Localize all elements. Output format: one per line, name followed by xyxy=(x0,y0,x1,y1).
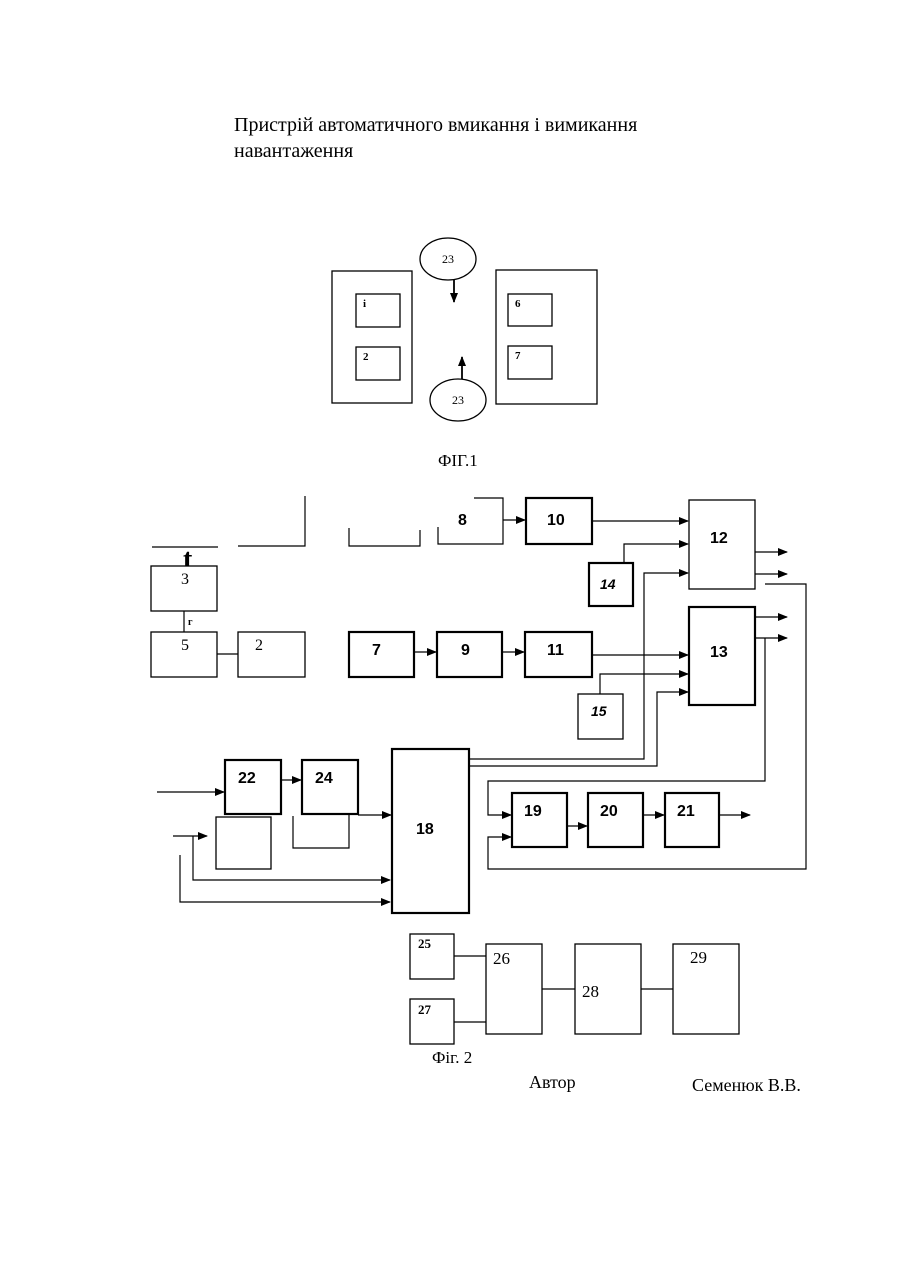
fig2-block-24 xyxy=(302,760,358,814)
fig1-block-7-label: 7 xyxy=(515,350,521,362)
fig2-block-19-label: 19 xyxy=(524,803,542,820)
fig2-arrow xyxy=(624,544,688,563)
fig2-input-line xyxy=(180,855,390,902)
fig2-block-2-label: 2 xyxy=(255,637,263,654)
fig2-diagram: t 3 г 5 2 8 10 12 14 xyxy=(151,496,806,1044)
fig2-block-9-label: 9 xyxy=(461,642,470,659)
fig1-circle-bottom-label: 23 xyxy=(452,393,464,407)
fig2-block-10-label: 10 xyxy=(547,512,565,529)
fig2-block-20 xyxy=(588,793,643,847)
fig1-block-6-label: 6 xyxy=(515,298,521,310)
fig2-top-line xyxy=(238,496,305,546)
fig2-block-22 xyxy=(225,760,281,814)
fig2-block-18-label: 18 xyxy=(416,821,434,838)
author-label: Автор xyxy=(529,1072,576,1093)
fig2-block-unlabeled xyxy=(216,817,271,869)
fig1-right-unit xyxy=(496,270,597,404)
fig2-block-29-label: 29 xyxy=(690,948,707,967)
fig2-connector xyxy=(293,815,349,848)
fig1-block-2-label: 2 xyxy=(363,351,369,363)
fig2-block-12-label: 12 xyxy=(710,530,728,547)
fig2-block-3-label: 3 xyxy=(181,571,189,588)
fig2-block-8 xyxy=(438,498,503,544)
fig2-g-label: г xyxy=(188,617,193,628)
fig2-top-line xyxy=(349,528,420,546)
fig2-block-19 xyxy=(512,793,567,847)
fig2-block-21-label: 21 xyxy=(677,803,695,820)
fig2-block-2 xyxy=(238,632,305,677)
fig2-block-13-label: 13 xyxy=(710,644,728,661)
fig2-block-15-label: 15 xyxy=(591,703,607,719)
fig1-caption: ФІГ.1 xyxy=(438,451,478,471)
fig2-block-5-label: 5 xyxy=(181,637,189,654)
fig2-block-21 xyxy=(665,793,719,847)
fig2-block-7 xyxy=(349,632,414,677)
fig2-block-14-label: 14 xyxy=(600,576,616,592)
fig2-block-25-label: 25 xyxy=(418,936,432,951)
fig2-block-24-label: 24 xyxy=(315,770,333,787)
fig1-circle-top-label: 23 xyxy=(442,252,454,266)
fig2-caption: Фіг. 2 xyxy=(432,1048,472,1068)
fig1-block-1-label: і xyxy=(363,298,366,310)
fig2-block-7-label: 7 xyxy=(372,642,381,659)
fig2-block-22-label: 22 xyxy=(238,770,256,787)
fig2-block-27 xyxy=(410,999,454,1044)
author-name: Семенюк В.В. xyxy=(692,1072,812,1099)
fig2-block-11-label: 11 xyxy=(547,642,564,659)
fig2-block-25 xyxy=(410,934,454,979)
fig1-diagram: і 2 6 7 23 23 xyxy=(332,238,597,421)
fig2-block-8-label: 8 xyxy=(458,512,467,529)
fig2-block-26-label: 26 xyxy=(493,949,510,968)
fig2-block-20-label: 20 xyxy=(600,803,618,820)
fig1-left-unit xyxy=(332,271,412,403)
fig2-block-27-label: 27 xyxy=(418,1002,432,1017)
fig2-block-28-label: 28 xyxy=(582,982,599,1001)
